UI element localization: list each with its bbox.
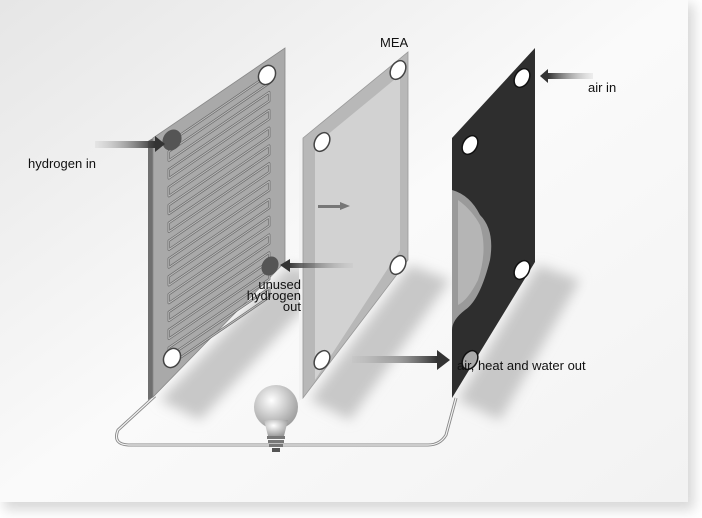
light-bulb-icon: [254, 385, 298, 452]
channel-highlight: [168, 73, 270, 366]
unused-hydrogen-out-label-1: unused: [258, 277, 301, 292]
hydrogen-in-label: hydrogen in: [28, 156, 96, 171]
unused-hydrogen-out-label-3: out: [283, 299, 301, 314]
air-heat-water-out-arrow: [352, 350, 450, 370]
plate-shadow: [160, 265, 330, 420]
unused-hydrogen-out-arrow: [280, 259, 353, 272]
plate-shadow: [458, 265, 580, 420]
anode-plate: [148, 47, 286, 400]
air-heat-water-out-label: air, heat and water out: [457, 358, 586, 373]
air-in-arrow: [540, 69, 593, 83]
air-in-label: air in: [588, 80, 616, 95]
mea-membrane: [299, 51, 409, 401]
unused-hydrogen-out-label-2: hydrogen: [247, 288, 301, 303]
proton-arrow: [318, 202, 350, 210]
serpentine-channels: [167, 73, 271, 367]
cathode-plate: [452, 48, 535, 398]
mea-label: MEA: [380, 35, 409, 50]
hydrogen-in-arrow: [95, 136, 165, 152]
plate-shadow: [310, 265, 450, 420]
